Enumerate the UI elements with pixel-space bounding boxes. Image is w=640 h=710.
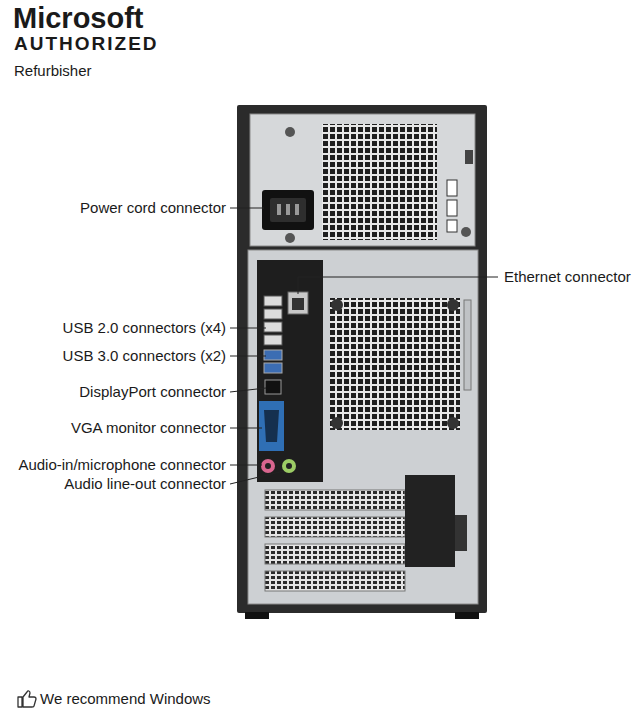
brand-tag: AUTHORIZED bbox=[14, 33, 159, 55]
lock-slot bbox=[465, 150, 473, 164]
side-latch bbox=[464, 300, 471, 390]
leader-lines bbox=[230, 208, 498, 484]
fan-grille bbox=[330, 298, 460, 430]
screw bbox=[461, 227, 471, 237]
slot-lock bbox=[455, 515, 467, 551]
brand-subtitle: Refurbisher bbox=[14, 62, 92, 79]
vga-port bbox=[259, 401, 284, 451]
ethernet-port-inner bbox=[292, 298, 304, 310]
lineout-jack bbox=[282, 459, 296, 473]
screw bbox=[285, 233, 295, 243]
footer-note: We recommend Windows bbox=[40, 690, 211, 707]
psu-vent bbox=[447, 200, 457, 216]
rear-panel bbox=[248, 250, 478, 604]
case-foot bbox=[245, 612, 269, 619]
part-label: Power cord connector bbox=[80, 199, 226, 216]
leader-line bbox=[230, 328, 266, 329]
mic-jack bbox=[261, 459, 275, 473]
expansion-slot bbox=[265, 571, 405, 591]
psu-vent bbox=[447, 180, 457, 196]
usb2-port bbox=[264, 322, 282, 332]
expansion-slot bbox=[265, 544, 405, 564]
part-label: Audio-in/microphone connector bbox=[18, 456, 226, 473]
fan-screw bbox=[447, 299, 459, 311]
fan-screw bbox=[331, 417, 343, 429]
slot-bracket bbox=[405, 475, 455, 567]
part-label: Audio line-out connector bbox=[64, 475, 226, 492]
part-label: DisplayPort connector bbox=[79, 383, 226, 400]
usb2-port bbox=[264, 309, 282, 319]
power-pin bbox=[295, 204, 299, 215]
usb2-port bbox=[264, 335, 282, 345]
usb3-port bbox=[264, 350, 282, 360]
power-pin bbox=[286, 204, 290, 215]
leader-line bbox=[230, 428, 262, 429]
psu-plate bbox=[250, 114, 475, 246]
fan-screw bbox=[331, 299, 343, 311]
leader-line bbox=[230, 465, 262, 466]
psu-grille bbox=[322, 124, 437, 240]
power-socket bbox=[262, 190, 314, 230]
vga-port-inner bbox=[264, 410, 279, 442]
thumbs-up-icon bbox=[18, 691, 36, 707]
expansion-slot bbox=[265, 490, 405, 510]
part-label: USB 3.0 connectors (x2) bbox=[63, 347, 226, 364]
brand-name: Microsoft bbox=[13, 2, 144, 35]
leader-line bbox=[230, 388, 266, 392]
lineout-jack-hole bbox=[286, 463, 292, 469]
psu-vent bbox=[447, 220, 457, 232]
usb3-port bbox=[264, 363, 282, 373]
ethernet-port bbox=[288, 292, 308, 314]
displayport-port bbox=[265, 380, 281, 394]
fan-screw bbox=[447, 417, 459, 429]
mic-jack-hole bbox=[265, 463, 271, 469]
expansion-slot bbox=[265, 517, 405, 537]
case-foot bbox=[455, 612, 479, 619]
io-shield bbox=[257, 260, 323, 482]
usb2-port bbox=[264, 296, 282, 306]
part-label: USB 2.0 connectors (x4) bbox=[63, 319, 226, 336]
leader-line bbox=[230, 356, 266, 357]
power-pin bbox=[277, 204, 281, 215]
leader-line bbox=[230, 471, 284, 484]
leader-line bbox=[298, 277, 498, 294]
case-frame bbox=[237, 105, 487, 613]
screw bbox=[285, 127, 295, 137]
leader-line bbox=[230, 208, 264, 209]
part-label: Ethernet connector bbox=[504, 268, 631, 285]
part-label: VGA monitor connector bbox=[71, 419, 226, 436]
power-socket-inner bbox=[270, 198, 306, 222]
